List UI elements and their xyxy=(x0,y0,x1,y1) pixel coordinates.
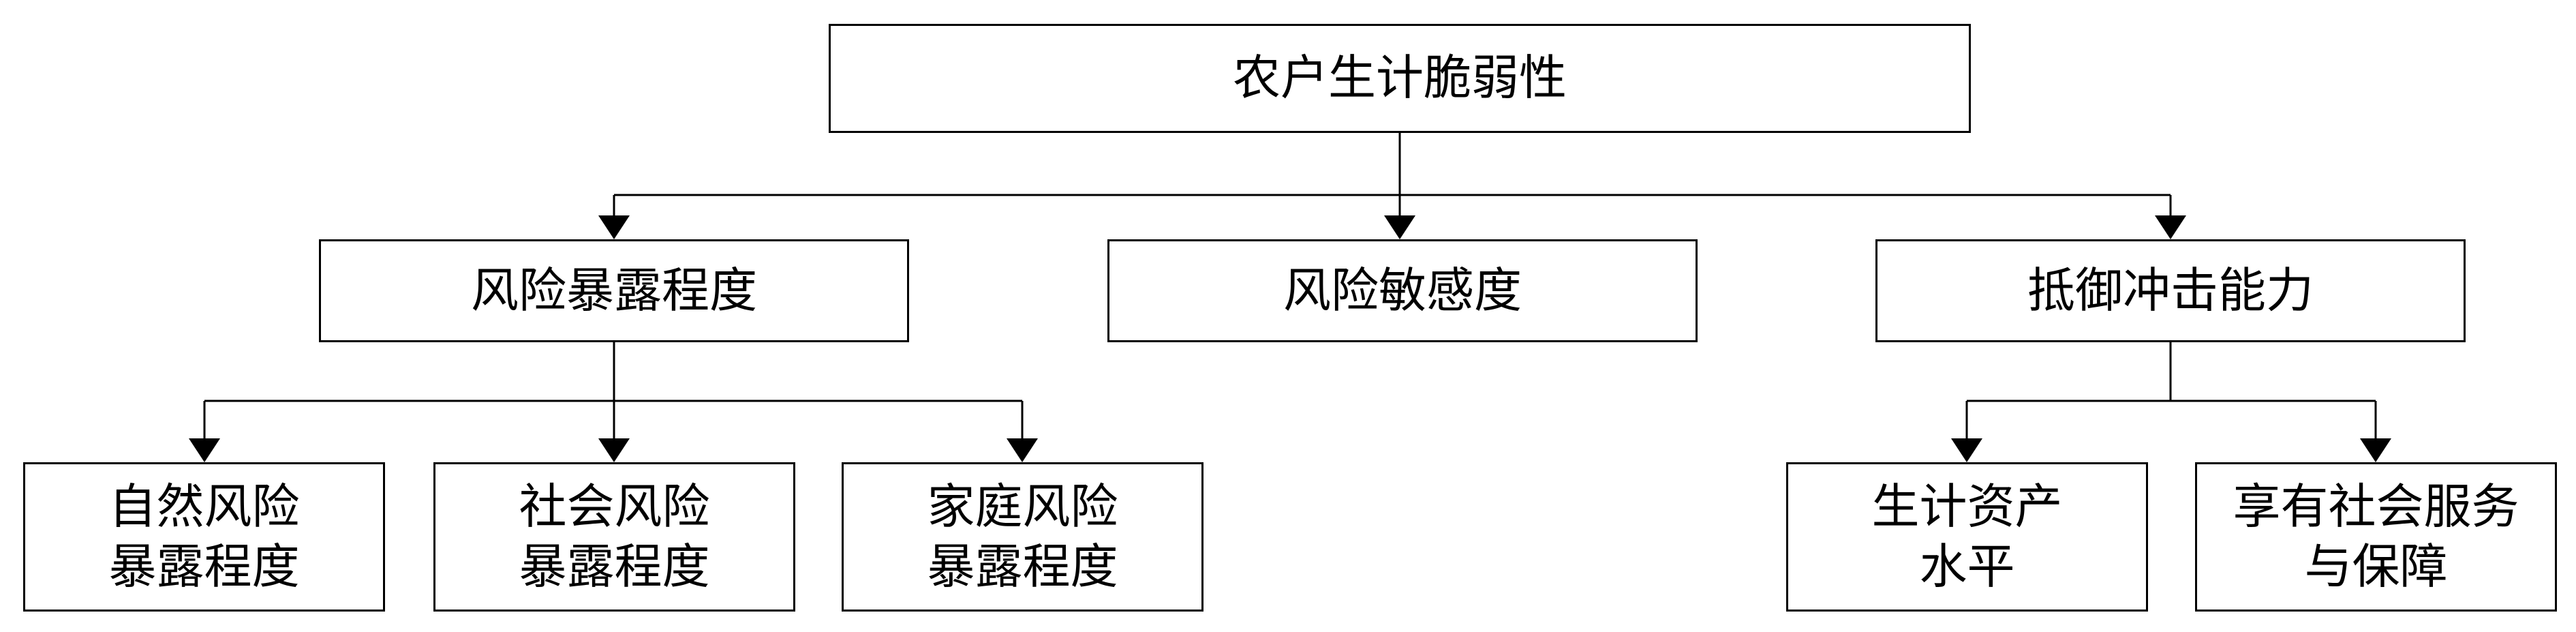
node-family-risk-line1: 家庭风险 xyxy=(927,479,1118,535)
arrow-social xyxy=(598,438,630,462)
node-risk-exposure: 风险暴露程度 xyxy=(319,239,909,342)
node-shock-resistance: 抵御冲击能力 xyxy=(1875,239,2466,342)
node-family-risk-line2: 暴露程度 xyxy=(927,538,1118,595)
arrow-natural xyxy=(189,438,220,462)
node-social-services-line2: 与保障 xyxy=(2304,538,2448,595)
node-livelihood-assets-level: 生计资产 水平 xyxy=(1786,462,2148,612)
arrow-services xyxy=(2360,438,2391,462)
node-natural-risk-exposure: 自然风险 暴露程度 xyxy=(23,462,385,612)
node-family-risk-exposure: 家庭风险 暴露程度 xyxy=(842,462,1203,612)
arrow-family xyxy=(1007,438,1038,462)
node-livelihood-vulnerability-label: 农户生计脆弱性 xyxy=(1233,50,1567,106)
node-shock-resistance-label: 抵御冲击能力 xyxy=(2027,262,2314,318)
node-livelihood-assets-line2: 水平 xyxy=(1919,538,2015,595)
node-social-services-line1: 享有社会服务 xyxy=(2233,479,2519,535)
node-risk-sensitivity-label: 风险敏感度 xyxy=(1283,262,1522,318)
node-livelihood-vulnerability: 农户生计脆弱性 xyxy=(829,24,1971,133)
node-social-services-security: 享有社会服务 与保障 xyxy=(2195,462,2557,612)
node-social-risk-exposure: 社会风险 暴露程度 xyxy=(433,462,795,612)
node-natural-risk-line2: 暴露程度 xyxy=(108,538,300,595)
node-risk-exposure-label: 风险暴露程度 xyxy=(471,262,757,318)
node-risk-sensitivity: 风险敏感度 xyxy=(1107,239,1698,342)
arrow-assets xyxy=(1951,438,1982,462)
arrow-resistance xyxy=(2155,215,2186,239)
arrow-exposure xyxy=(598,215,630,239)
arrow-sensitivity xyxy=(1384,215,1415,239)
node-social-risk-line1: 社会风险 xyxy=(519,479,710,535)
node-social-risk-line2: 暴露程度 xyxy=(519,538,710,595)
node-livelihood-assets-line1: 生计资产 xyxy=(1871,479,2063,535)
node-natural-risk-line1: 自然风险 xyxy=(108,479,300,535)
